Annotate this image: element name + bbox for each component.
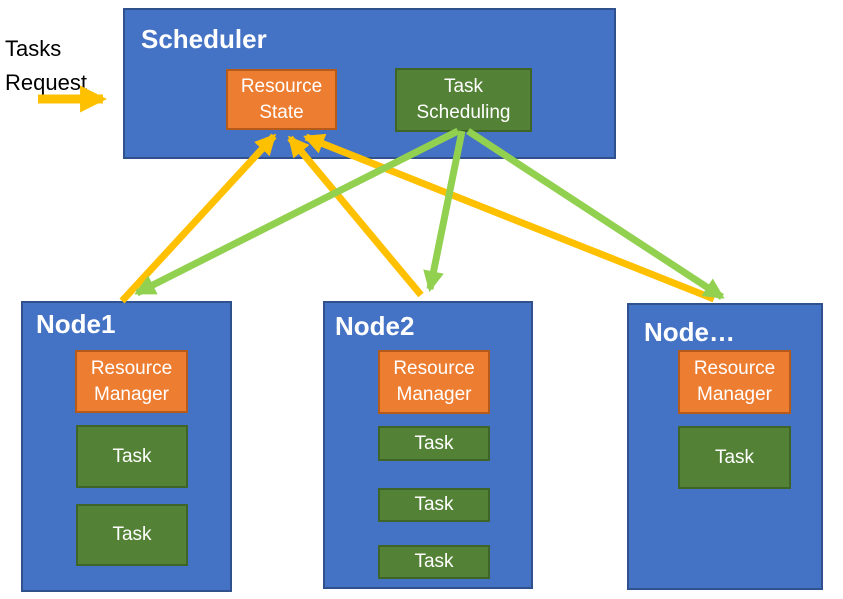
node2-task-box: Task — [378, 426, 490, 461]
node2-resource-manager-box: Resource Manager — [378, 350, 490, 414]
arrow-node2-to-resource-state — [287, 135, 424, 298]
node2-resource-manager-label: Resource Manager — [393, 358, 475, 405]
scheduler-title: Scheduler — [141, 24, 267, 54]
node1-resource-manager-label: Resource Manager — [90, 357, 173, 405]
node2-task-label: Task — [414, 494, 454, 516]
node2-task-box: Task — [378, 545, 490, 579]
node2-task-label: Task — [414, 432, 454, 454]
scheduler-box: Scheduler — [123, 8, 616, 159]
node1-resource-manager-box: Resource Manager — [75, 350, 188, 413]
node3-task-box: Task — [678, 426, 791, 489]
arrow-node1-to-resource-state — [119, 133, 277, 304]
node3-resource-manager-label: Resource Manager — [693, 358, 776, 405]
node3-title: Node… — [644, 317, 735, 347]
node2-title: Node2 — [335, 311, 415, 341]
node2-box: Node2 Resource Manager Task Task Task — [323, 301, 533, 589]
node3-box: Node… Resource Manager Task — [627, 303, 823, 590]
node1-title: Node1 — [36, 309, 116, 339]
tasks-request-label: Tasks Request — [5, 36, 87, 96]
node3-resource-manager-box: Resource Manager — [678, 350, 791, 414]
node1-task-label: Task — [112, 445, 152, 467]
task-scheduling-box: Task Scheduling — [395, 68, 532, 132]
node3-task-label: Task — [714, 446, 755, 468]
task-scheduling-label: Task Scheduling — [416, 76, 511, 123]
node1-task-box: Task — [76, 425, 188, 488]
node1-box: Node1 Resource Manager Task Task — [21, 301, 232, 592]
resource-state-box: Resource State — [226, 69, 337, 130]
node2-task-box: Task — [378, 488, 490, 522]
arrow-node3-to-resource-state — [303, 133, 716, 303]
resource-state-label: Resource State — [240, 75, 323, 123]
node2-task-label: Task — [414, 551, 454, 573]
node1-task-label: Task — [112, 524, 152, 546]
node1-task-box: Task — [76, 504, 188, 566]
